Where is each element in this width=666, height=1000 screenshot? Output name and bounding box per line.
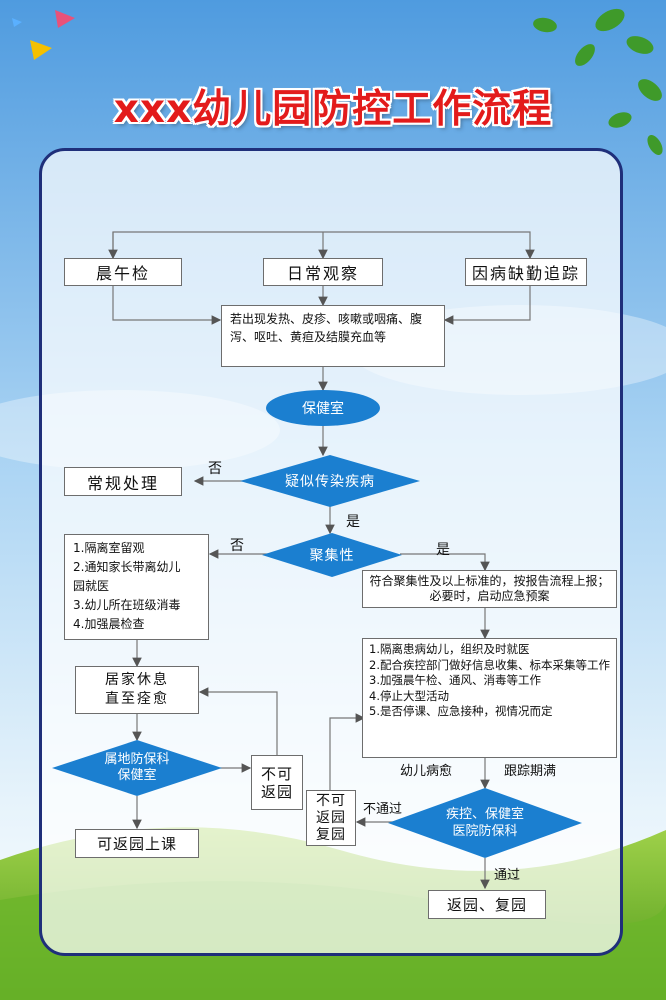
not-passed-label: 不通过 [363, 802, 403, 817]
suspected-disease-decision: 疑似传染疾病 [240, 455, 420, 507]
report-box: 符合聚集性及以上标准的，按报告流程上报；必要时，启动应急预案 [362, 570, 617, 608]
health-room-label: 保健室 [302, 401, 344, 417]
morning-check-box: 晨午检 [64, 258, 182, 286]
isolation-steps-list: 1.隔离室留观 2.通知家长带离幼儿 园就医 3.幼儿所在班级消毒 4.加强晨检… [73, 539, 180, 634]
cdc-check-label: 疾控、保健室 医院防保科 [445, 807, 524, 839]
isolation-step: 3.幼儿所在班级消毒 [73, 598, 181, 612]
paper-plane-decoration [12, 10, 75, 60]
passed-label: 通过 [494, 868, 521, 883]
symptoms-box: 若出现发热、皮疹、咳嗽或咽痛、腹泻、呕吐、黄疸及结膜充血等 [221, 305, 445, 367]
return-resume-box: 返园、复园 [428, 890, 546, 919]
cluster-label: 聚集性 [309, 548, 355, 564]
home-rest-text: 居家休息 直至痊愈 [105, 672, 169, 707]
no-label-1: 否 [208, 461, 222, 477]
emergency-step: 4.停止大型活动 [369, 688, 449, 703]
isolation-step: 2.通知家长带离幼儿 园就医 [73, 560, 181, 593]
no-label-2: 否 [230, 538, 244, 554]
home-rest-box: 居家休息 直至痊愈 [75, 666, 199, 714]
cluster-decision: 聚集性 [262, 533, 402, 577]
local-health-decision: 属地防保科 保健室 [52, 740, 222, 796]
yes-label-1: 是 [346, 514, 360, 530]
daily-observation-box: 日常观察 [263, 258, 383, 286]
routine-handling-box: 常规处理 [64, 467, 182, 496]
absence-tracking-box: 因病缺勤追踪 [465, 258, 587, 286]
report-text: 符合聚集性及以上标准的，按报告流程上报；必要时，启动应急预案 [369, 574, 610, 603]
cannot-return-text: 不可 返园 [260, 764, 293, 801]
leaves-decoration [533, 8, 663, 155]
recovered-label: 幼儿病愈 [400, 764, 453, 779]
cannot-return-resume-box: 不可 返园 复园 [306, 790, 356, 846]
cannot-return-box: 不可 返园 [251, 755, 303, 810]
emergency-steps-box: 1.隔离患病幼儿，组织及时就医 2.配合疾控部门做好信息收集、标本采集等工作 3… [362, 638, 617, 758]
isolation-step: 4.加强晨检查 [73, 617, 145, 631]
symptoms-text: 若出现发热、皮疹、咳嗽或咽痛、腹泻、呕吐、黄疸及结膜充血等 [230, 312, 423, 344]
emergency-steps-list: 1.隔离患病幼儿，组织及时就医 2.配合疾控部门做好信息收集、标本采集等工作 3… [369, 642, 610, 720]
isolation-step: 1.隔离室留观 [73, 541, 145, 555]
return-class-box: 可返园上课 [75, 829, 199, 858]
period-end-label: 跟踪期满 [504, 764, 557, 779]
page-title: xxx幼儿园防控工作流程 [113, 87, 553, 132]
emergency-step: 5.是否停课、应急接种，视情况而定 [369, 704, 553, 719]
isolation-steps-box: 1.隔离室留观 2.通知家长带离幼儿 园就医 3.幼儿所在班级消毒 4.加强晨检… [64, 534, 209, 640]
yes-label-2: 是 [436, 542, 450, 558]
cannot-return-resume-text: 不可 返园 复园 [316, 792, 346, 843]
emergency-step: 2.配合疾控部门做好信息收集、标本采集等工作 [369, 657, 610, 672]
health-room-node: 保健室 [266, 390, 380, 426]
cdc-check-decision: 疾控、保健室 医院防保科 [388, 788, 582, 858]
emergency-step: 3.加强晨午检、通风、消毒等工作 [369, 673, 541, 688]
local-health-label: 属地防保科 保健室 [104, 752, 170, 783]
emergency-step: 1.隔离患病幼儿，组织及时就医 [369, 642, 530, 656]
suspected-disease-label: 疑似传染疾病 [285, 474, 375, 490]
